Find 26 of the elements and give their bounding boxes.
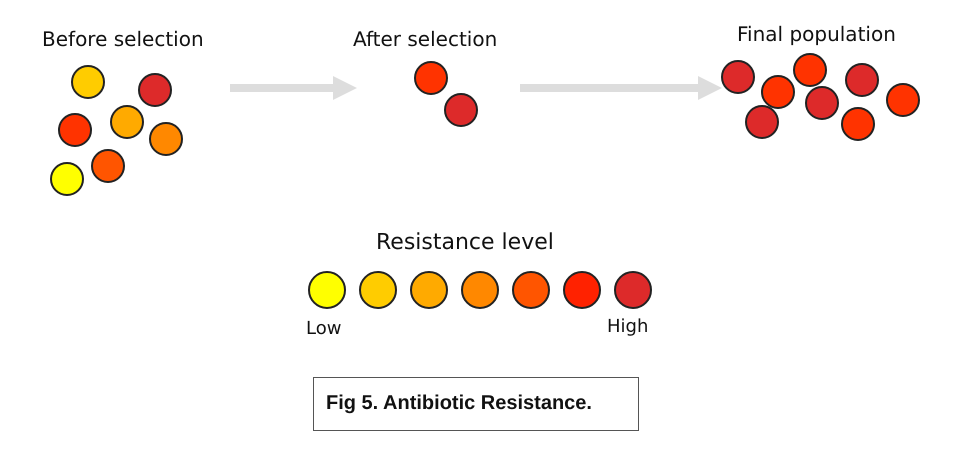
bacterium-circle xyxy=(71,65,105,99)
bacterium-circle xyxy=(793,53,827,87)
scale-label: Low xyxy=(306,318,342,339)
bacterium-circle xyxy=(58,113,92,147)
bacterium-circle xyxy=(761,75,795,109)
bacterium-circle xyxy=(149,122,183,156)
figure-caption: Fig 5. Antibiotic Resistance. xyxy=(313,377,639,431)
bacterium-circle xyxy=(110,105,144,139)
bacterium-circle xyxy=(444,93,478,127)
bacterium-circle xyxy=(886,83,920,117)
bacterium-circle xyxy=(91,149,125,183)
scale-title: Resistance level xyxy=(376,230,554,255)
bacterium-circle xyxy=(50,162,84,196)
bacterium-circle xyxy=(841,107,875,141)
group-title: Before selection xyxy=(42,27,204,51)
arrow xyxy=(520,76,722,100)
bacterium-circle xyxy=(745,105,779,139)
bacterium-circle xyxy=(138,73,172,107)
group-title: Final population xyxy=(737,22,896,46)
bacterium-circle xyxy=(721,60,755,94)
bacterium-circle xyxy=(414,61,448,95)
bacterium-circle xyxy=(805,86,839,120)
scale-label: High xyxy=(607,316,648,337)
group-title: After selection xyxy=(353,27,498,51)
bacterium-circle xyxy=(845,63,879,97)
arrow xyxy=(230,76,357,100)
